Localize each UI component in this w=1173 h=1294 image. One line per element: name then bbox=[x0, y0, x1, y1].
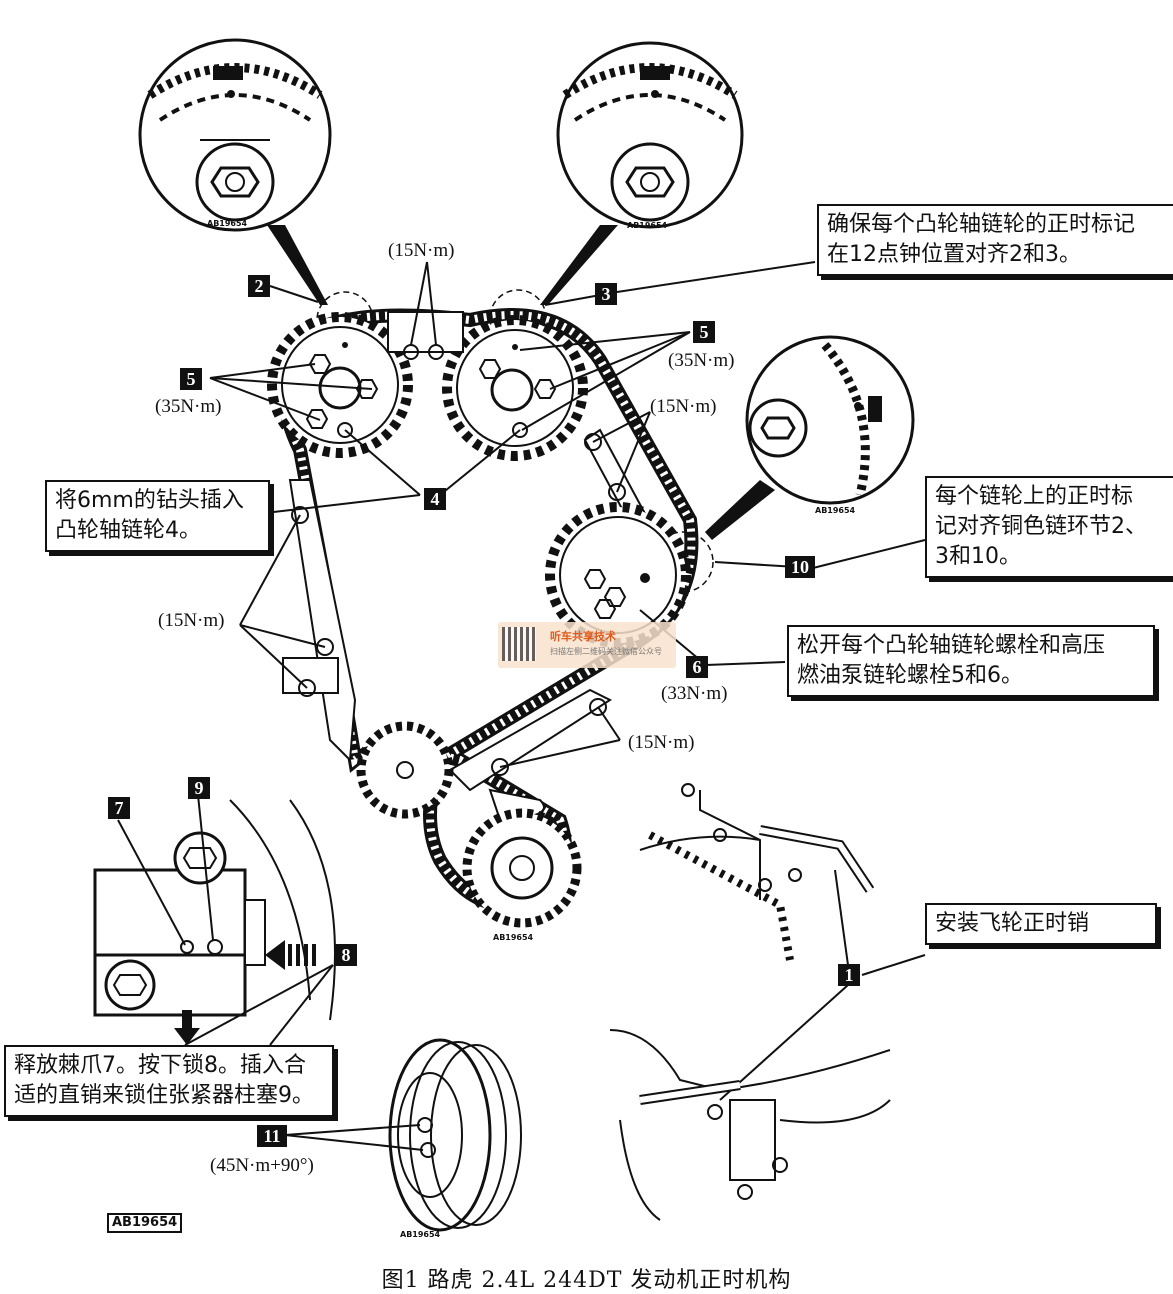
torque-crank-pulley: (45N·m+90°) bbox=[210, 1155, 314, 1176]
detail-circle-pump bbox=[745, 335, 915, 505]
marker-2: 2 bbox=[248, 275, 270, 297]
marker-7: 7 bbox=[108, 797, 130, 819]
pump-sprocket bbox=[545, 502, 691, 648]
callout-tensioner-lock: 释放棘爪7。按下锁8。插入合 适的直销来锁住张紧器柱塞9。 bbox=[4, 1045, 334, 1117]
torque-guide-right: (15N·m) bbox=[650, 396, 717, 417]
figure-caption: 图1 路虎 2.4L 244DT 发动机正时机构 bbox=[381, 1268, 792, 1293]
ref-code: AB19654 bbox=[207, 219, 248, 228]
marker-8: 8 bbox=[335, 944, 357, 966]
callout-timing-marks: 确保每个凸轮轴链轮的正时标记 在12点钟位置对齐2和3。 bbox=[817, 204, 1173, 276]
callout-loosen-bolts: 松开每个凸轮轴链轮螺栓和高压 燃油泵链轮螺栓5和6。 bbox=[787, 625, 1155, 697]
marker-11: 11 bbox=[257, 1125, 287, 1147]
callout-copper-links: 每个链轮上的正时标 记对齐铜色链环节2、 3和10。 bbox=[925, 476, 1173, 578]
leaders-4 bbox=[247, 429, 521, 516]
callout-drill-bit: 将6mm的钻头插入 凸轮轴链轮4。 bbox=[45, 480, 270, 552]
marker-10: 10 bbox=[785, 556, 815, 578]
detail-circle-right bbox=[556, 41, 744, 229]
marker-5-left: 5 bbox=[180, 368, 202, 390]
marker-9: 9 bbox=[188, 777, 210, 799]
flywheel-pin-detail bbox=[609, 783, 891, 1221]
qr-code-icon bbox=[502, 627, 536, 661]
tensioner-detail bbox=[93, 794, 336, 1046]
crank-pulley bbox=[284, 1038, 522, 1232]
marker-5-right: 5 bbox=[693, 321, 715, 343]
ref-code-box: AB19654 bbox=[107, 1213, 183, 1233]
tensioner-guide-left bbox=[282, 479, 357, 763]
ref-code: AB19654 bbox=[815, 506, 856, 515]
torque-cam-left: (35N·m) bbox=[155, 396, 222, 417]
watermark-subtitle: 扫描左侧二维码关注微信公众号 bbox=[550, 647, 662, 656]
leaders-torque bbox=[239, 261, 651, 768]
marker-6: 6 bbox=[686, 656, 708, 678]
leaders-callout bbox=[269, 261, 926, 1101]
marker-4: 4 bbox=[424, 488, 446, 510]
oil-pump-sprocket bbox=[462, 808, 582, 928]
ref-code: AB19654 bbox=[493, 933, 534, 942]
cam-sprocket-right bbox=[442, 315, 588, 461]
leader-wedge bbox=[705, 480, 775, 540]
torque-pump-sprocket: (33N·m) bbox=[661, 683, 728, 704]
torque-cam-right: (35N·m) bbox=[668, 350, 735, 371]
callout-flywheel-pin: 安装飞轮正时销 bbox=[925, 903, 1157, 945]
cam-bridge-bracket bbox=[387, 311, 464, 360]
leader-wedge bbox=[540, 225, 618, 305]
marker-3: 3 bbox=[595, 283, 617, 305]
ref-code: AB19654 bbox=[400, 1230, 441, 1239]
leaders-5 bbox=[209, 331, 691, 431]
marker-1: 1 bbox=[838, 964, 860, 986]
torque-guide-left: (15N·m) bbox=[158, 610, 225, 631]
torque-bracket-bolts: (15N·m) bbox=[388, 240, 455, 261]
watermark-title: 听车共享技术 bbox=[550, 630, 616, 643]
torque-guide-lower: (15N·m) bbox=[628, 732, 695, 753]
detail-circle-left bbox=[138, 38, 332, 232]
watermark-badge: 听车共享技术 扫描左侧二维码关注微信公众号 bbox=[498, 622, 676, 668]
crank-sprocket bbox=[356, 721, 454, 819]
cam-sprocket-left bbox=[267, 312, 413, 458]
ref-code: AB19654 bbox=[627, 221, 668, 230]
leader-wedge bbox=[267, 225, 328, 305]
